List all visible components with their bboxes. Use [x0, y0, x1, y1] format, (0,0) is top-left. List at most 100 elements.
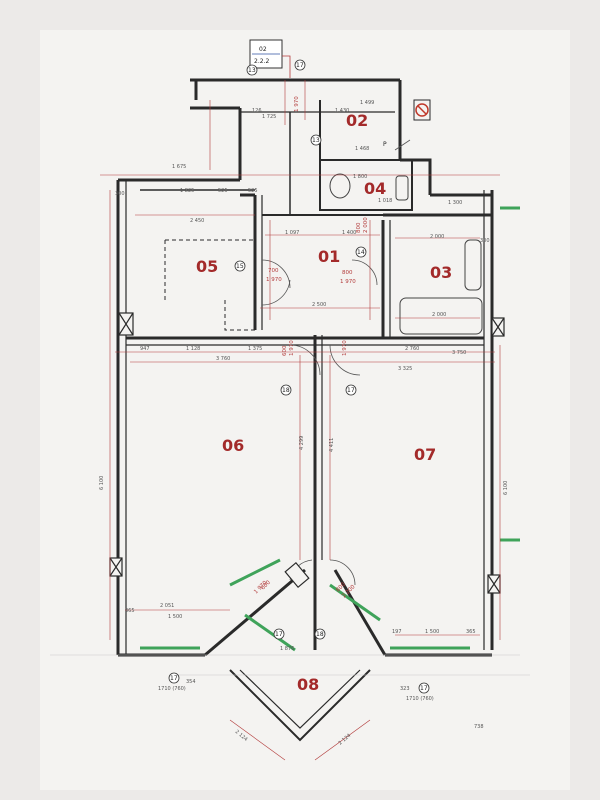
column-bay [284, 561, 310, 589]
dim-4299: 4 299 [299, 436, 305, 450]
dim-1499: 1 499 [360, 100, 374, 106]
column-west-top [118, 312, 134, 336]
marker-p: P [383, 141, 387, 148]
columns [109, 312, 505, 594]
dim-2000b: 2 000 [432, 312, 446, 318]
door-07 [329, 344, 361, 376]
dim-4411: 4 411 [329, 438, 335, 452]
dim-1375: 1 375 [248, 346, 262, 352]
dim-300a: 300 [480, 238, 490, 244]
column-east-top [491, 317, 505, 337]
marker-d17: 17 [345, 384, 357, 396]
marker-d18: 18 [280, 384, 292, 396]
marker-d17c: 17 [168, 672, 180, 684]
dim-1018: 1 018 [378, 198, 392, 204]
dim-3760: 3 760 [216, 356, 230, 362]
door-800a: 800 [342, 270, 353, 276]
svg-text:13: 13 [248, 67, 256, 74]
door-1970e: 1 970 [294, 96, 300, 112]
marker-top-a: 13 [246, 64, 258, 76]
dim-947: 947 [140, 346, 150, 352]
dim-365a: 365 [125, 608, 135, 614]
dim-1097: 1 097 [285, 230, 299, 236]
room-label-06: 06 [222, 436, 244, 455]
svg-text:15: 15 [236, 263, 244, 270]
marker-d17b: 17 [273, 628, 285, 640]
svg-text:18: 18 [316, 631, 324, 638]
fixtures [329, 173, 483, 335]
dim-6100b: 6 100 [503, 481, 509, 495]
dim-6100a: 6 100 [99, 476, 105, 490]
dim-3750: 3 750 [452, 350, 466, 356]
svg-text:18: 18 [282, 387, 290, 394]
room-label-05: 05 [196, 257, 218, 276]
sheet-reference-tag: 02 2.2.2 [249, 39, 291, 78]
sheet-ref-bottom: 2.2.2 [254, 58, 269, 65]
column-west-bottom [109, 557, 123, 577]
dim-1300: 1 300 [448, 200, 462, 206]
dim-197: 197 [392, 629, 402, 635]
room-label-07: 07 [414, 445, 436, 464]
dim-1876: 1 876 [280, 646, 294, 652]
dim-126: 126 [252, 108, 262, 114]
grid-lines [50, 654, 530, 676]
no-entry-icon [413, 99, 431, 121]
door-08b [329, 559, 356, 586]
windows [140, 206, 520, 652]
door-700: 700 [268, 268, 279, 274]
room-label-02: 02 [346, 111, 368, 130]
dim-1468: 1 468 [355, 146, 369, 152]
column-east-bottom [487, 574, 501, 594]
dim-3325: 3 325 [398, 366, 412, 372]
section-markers: 13 17 13 14 15 18 17 17 18 17 17 P [168, 59, 430, 694]
dimension-texts: 1 675 1 825 525 525 2 450 1 097 1 400 2 … [99, 100, 509, 747]
svg-text:17: 17 [347, 387, 355, 394]
dimension-lines [100, 80, 501, 761]
door-2000: 2 000 [363, 217, 369, 233]
dim-323: 323 [400, 686, 410, 692]
dim-2450: 2 450 [190, 218, 204, 224]
dim-1800: 1 800 [353, 174, 367, 180]
svg-text:17: 17 [420, 685, 428, 692]
marker-d18b: 18 [314, 628, 326, 640]
svg-text:13: 13 [312, 137, 320, 144]
dim-1710b: 1710 (760) [406, 696, 434, 702]
dim-1725: 1 725 [262, 114, 276, 120]
dim-1710a: 1710 (760) [158, 686, 186, 692]
dim-354: 354 [186, 679, 196, 685]
dim-1430: 1 430 [335, 108, 349, 114]
dim-525a: 525 [218, 188, 228, 194]
dim-1675: 1 675 [172, 164, 186, 170]
door-800b: 800 [356, 222, 362, 233]
marker-d131: 13 [310, 134, 322, 146]
dim-2000: 2 000 [430, 234, 444, 240]
bathtub [399, 297, 483, 335]
dim-738: 738 [474, 724, 484, 730]
dim-525b: 525 [248, 188, 258, 194]
dim-1825: 1 825 [180, 188, 194, 194]
marker-top-b: 17 [294, 59, 306, 71]
door-600: 600 [282, 345, 288, 356]
dim-1500b: 1 500 [425, 629, 439, 635]
dim-2760: 2 760 [405, 346, 419, 352]
marker-d14: 14 [355, 246, 367, 258]
dim-1128: 1 128 [186, 346, 200, 352]
marker-d15: 15 [234, 260, 246, 272]
svg-text:17: 17 [275, 631, 283, 638]
dim-1500: 1 500 [168, 614, 182, 620]
door-01a [261, 279, 291, 306]
dim-365b: 365 [466, 629, 476, 635]
svg-text:P: P [383, 141, 387, 148]
svg-text:14: 14 [357, 249, 365, 256]
washing-unit [464, 239, 482, 291]
room-label-03: 03 [430, 263, 452, 282]
door-03 [351, 259, 378, 286]
room-label-01: 01 [318, 247, 340, 266]
sheet-ref-top: 02 [259, 46, 267, 53]
room-label-08: 08 [297, 675, 319, 694]
door-06 [289, 344, 321, 376]
door-1970d: 1 970 [342, 340, 348, 356]
door-02 [394, 139, 411, 151]
